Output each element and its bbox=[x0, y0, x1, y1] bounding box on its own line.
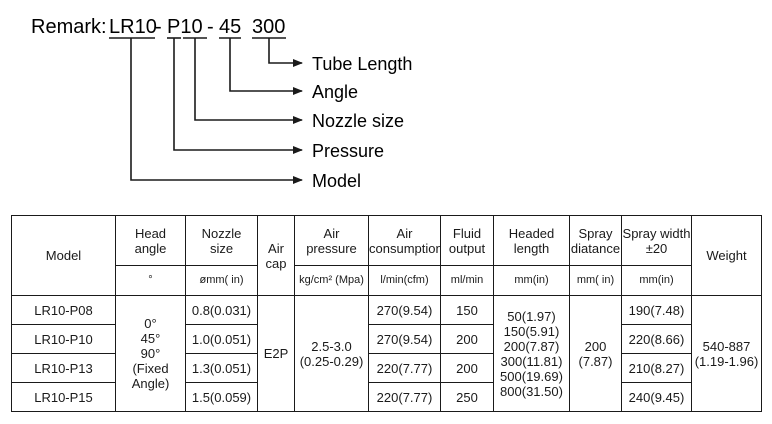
code-length-segment: 300 bbox=[252, 16, 285, 38]
cell-spray-width: 240(9.45) bbox=[621, 382, 692, 412]
header-spray-distance: Spray diatance bbox=[569, 215, 622, 266]
remark-label: Remark: bbox=[31, 16, 107, 38]
cell-spray-width: 210(8.27) bbox=[621, 353, 692, 383]
cell-air-cap: E2P bbox=[257, 295, 295, 412]
cell-model: LR10-P08 bbox=[11, 295, 116, 325]
cell-air-consumption: 270(9.54) bbox=[368, 324, 441, 354]
cell-air-consumption: 220(7.77) bbox=[368, 353, 441, 383]
header-air-cap: Air cap bbox=[257, 215, 295, 296]
unit-headed-length: mm(in) bbox=[493, 265, 570, 296]
cell-nozzle: 0.8(0.031) bbox=[185, 295, 258, 325]
cell-model: LR10-P15 bbox=[11, 382, 116, 412]
cell-weight: 540-887 (1.19-1.96) bbox=[691, 295, 762, 412]
cell-fluid-output: 250 bbox=[440, 382, 494, 412]
unit-spray-width: mm(in) bbox=[621, 265, 692, 296]
cell-nozzle: 1.3(0.051) bbox=[185, 353, 258, 383]
code-pressure-nozzle-segment: P10 bbox=[167, 16, 203, 38]
leader-lines bbox=[130, 38, 303, 184]
header-model: Model bbox=[11, 215, 116, 296]
spec-table: Model Head angle Nozzle size Air cap Air… bbox=[11, 215, 762, 412]
code-angle-segment: 45 bbox=[219, 16, 241, 38]
legend-tube-length: Tube Length bbox=[312, 54, 412, 74]
table-row: LR10-P15 1.5(0.059) 220(7.77) 250 240(9.… bbox=[11, 382, 762, 412]
table-row: LR10-P08 0° 45° 90° (Fixed Angle) 0.8(0.… bbox=[11, 295, 762, 412]
cell-fluid-output: 200 bbox=[440, 353, 494, 383]
legend-angle: Angle bbox=[312, 82, 358, 102]
unit-air-consumption: l/min(cfm) bbox=[368, 265, 441, 296]
code-dash: - bbox=[155, 16, 162, 38]
header-head-angle: Head angle bbox=[115, 215, 186, 266]
unit-air-pressure: kg/cm² (Mpa) bbox=[294, 265, 369, 296]
table-row: LR10-P10 1.0(0.051) 270(9.54) 200 220(8.… bbox=[11, 324, 762, 354]
table-unit-row: ° ømm( in) kg/cm² (Mpa) l/min(cfm) ml/mi… bbox=[12, 265, 762, 296]
cell-nozzle: 1.0(0.051) bbox=[185, 324, 258, 354]
unit-spray-distance: mm( in) bbox=[569, 265, 622, 296]
cell-spray-width: 190(7.48) bbox=[621, 295, 692, 325]
legend-pressure: Pressure bbox=[312, 141, 384, 161]
header-spray-width: Spray width ±20 bbox=[621, 215, 692, 266]
cell-air-consumption: 220(7.77) bbox=[368, 382, 441, 412]
cell-model: LR10-P13 bbox=[11, 353, 116, 383]
table-header-row: Model Head angle Nozzle size Air cap Air… bbox=[11, 215, 762, 296]
cell-spray-width: 220(8.66) bbox=[621, 324, 692, 354]
code-model-segment: LR10 bbox=[109, 16, 157, 38]
header-headed-length: Headed length bbox=[493, 215, 570, 266]
unit-head-angle: ° bbox=[115, 265, 186, 296]
table-row: LR10-P13 1.3(0.051) 220(7.77) 200 210(8.… bbox=[11, 353, 762, 383]
cell-air-pressure: 2.5-3.0 (0.25-0.29) bbox=[294, 295, 369, 412]
remark-code-diagram: Remark: LR10 - P10 - 45 300 Tube Length … bbox=[31, 16, 412, 191]
header-air-consumption: Air consumption bbox=[368, 215, 441, 266]
cell-fluid-output: 200 bbox=[440, 324, 494, 354]
cell-headed-length: 50(1.97) 150(5.91) 200(7.87) 300(11.81) … bbox=[493, 295, 570, 412]
unit-fluid-output: ml/min bbox=[440, 265, 494, 296]
legend-nozzle-size: Nozzle size bbox=[312, 111, 404, 131]
cell-model: LR10-P10 bbox=[11, 324, 116, 354]
legend-model: Model bbox=[312, 171, 361, 191]
cell-head-angle: 0° 45° 90° (Fixed Angle) bbox=[115, 295, 186, 412]
cell-nozzle: 1.5(0.059) bbox=[185, 382, 258, 412]
header-air-pressure: Air pressure bbox=[294, 215, 369, 266]
header-nozzle-size: Nozzle size bbox=[185, 215, 258, 266]
code-dash: - bbox=[207, 16, 214, 38]
cell-fluid-output: 150 bbox=[440, 295, 494, 325]
unit-nozzle-size: ømm( in) bbox=[185, 265, 258, 296]
header-fluid-output: Fluid output bbox=[440, 215, 494, 266]
cell-spray-distance: 200 (7.87) bbox=[569, 295, 622, 412]
header-weight: Weight bbox=[691, 215, 762, 296]
cell-air-consumption: 270(9.54) bbox=[368, 295, 441, 325]
